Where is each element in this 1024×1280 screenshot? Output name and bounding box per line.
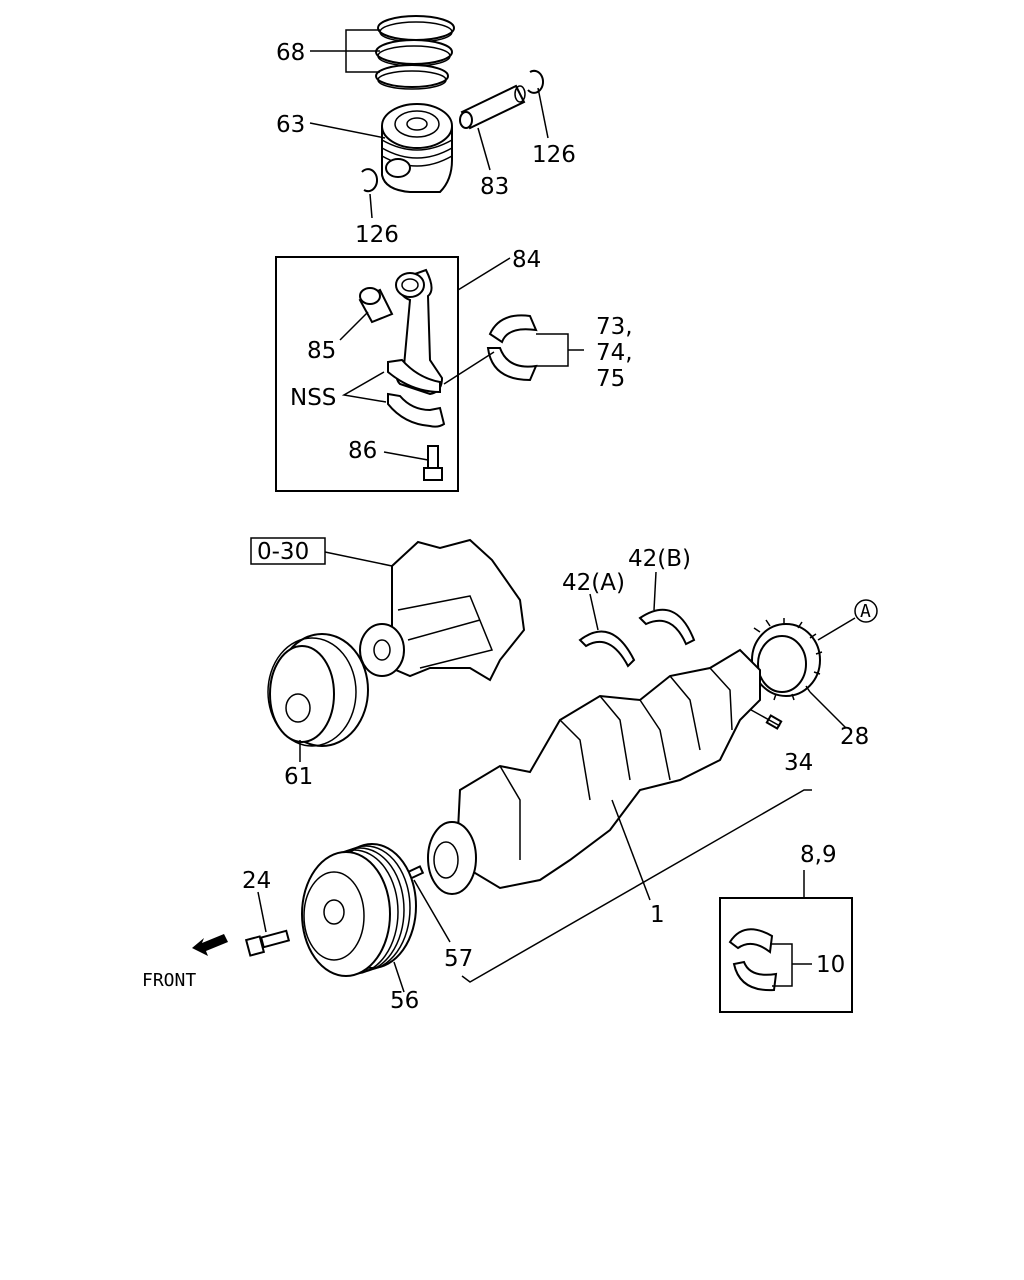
- label-28: 28: [840, 724, 869, 750]
- piston-pin: [459, 84, 526, 130]
- leader-73-75: [536, 333, 569, 367]
- piston: [381, 103, 453, 193]
- water-pump: [359, 538, 526, 682]
- label-34: 34: [784, 750, 813, 776]
- leader-circle-a: [817, 617, 856, 641]
- ref-circle-a: [854, 599, 878, 623]
- label-75: 75: [596, 366, 625, 392]
- label-126-left: 126: [355, 222, 399, 248]
- label-83: 83: [480, 174, 509, 200]
- label-42b: 42(B): [628, 546, 691, 572]
- leader-28: [809, 691, 847, 729]
- crankshaft-gear: [751, 618, 823, 701]
- circlip-left: [361, 168, 378, 193]
- label-front: FRONT: [142, 970, 196, 991]
- ref-page-box: [250, 537, 326, 565]
- main-bearing-shells: [728, 928, 778, 992]
- label-nss: NSS: [290, 385, 336, 411]
- leader-63: [309, 122, 386, 139]
- label-85: 85: [307, 338, 336, 364]
- label-68: 68: [276, 40, 305, 66]
- label-8-9: 8,9: [800, 842, 837, 868]
- leader-83: [477, 127, 491, 171]
- leader-42b: [653, 571, 657, 611]
- thrust-washer-b: [638, 608, 696, 646]
- label-126-right: 126: [532, 142, 576, 168]
- front-arrow-icon: [192, 934, 228, 956]
- connecting-rod: [387, 268, 444, 396]
- rod-bolt: [423, 445, 443, 481]
- leader-126-right: [537, 87, 549, 139]
- label-circle-a: A: [860, 601, 871, 622]
- label-42a: 42(A): [562, 570, 625, 596]
- label-57: 57: [444, 946, 473, 972]
- label-10: 10: [816, 952, 845, 978]
- leader-10: [770, 943, 793, 987]
- leader-24: [257, 891, 267, 933]
- piston-rings: [375, 15, 455, 90]
- leader-84: [457, 257, 511, 291]
- main-bearing-box: [719, 897, 853, 1013]
- leader-68: [310, 29, 380, 73]
- conrod-bearing-shells: [486, 314, 538, 382]
- pump-pulley: [267, 633, 369, 747]
- label-73: 73,: [596, 314, 633, 340]
- thrust-washer-a: [578, 630, 636, 668]
- leader-57: [413, 879, 451, 943]
- leader-nss: [341, 371, 387, 403]
- label-74: 74,: [596, 340, 633, 366]
- crank-pulley: [301, 843, 417, 977]
- rod-bushing: [358, 287, 394, 324]
- label-1: 1: [650, 902, 665, 928]
- label-61: 61: [284, 764, 313, 790]
- leader-126-left: [369, 193, 373, 219]
- leader-1: [611, 799, 651, 901]
- label-24: 24: [242, 868, 271, 894]
- leader-42a: [589, 593, 599, 631]
- label-84: 84: [512, 247, 541, 273]
- label-56: 56: [390, 988, 419, 1014]
- leader-86: [383, 451, 429, 461]
- leader-56: [393, 961, 405, 993]
- crankshaft: [427, 648, 761, 895]
- rod-cap: [387, 392, 446, 428]
- leader-0-30: [324, 551, 393, 567]
- leader-bearing-rod: [443, 351, 495, 385]
- leader-crank-bracket: [461, 789, 812, 983]
- label-63: 63: [276, 112, 305, 138]
- circlip-right: [527, 69, 544, 94]
- ref-page-label: 0-30: [257, 539, 309, 565]
- leader-85: [339, 311, 369, 341]
- pulley-bolt: [244, 929, 291, 957]
- conrod-assembly-box: [275, 256, 459, 492]
- label-86: 86: [348, 438, 377, 464]
